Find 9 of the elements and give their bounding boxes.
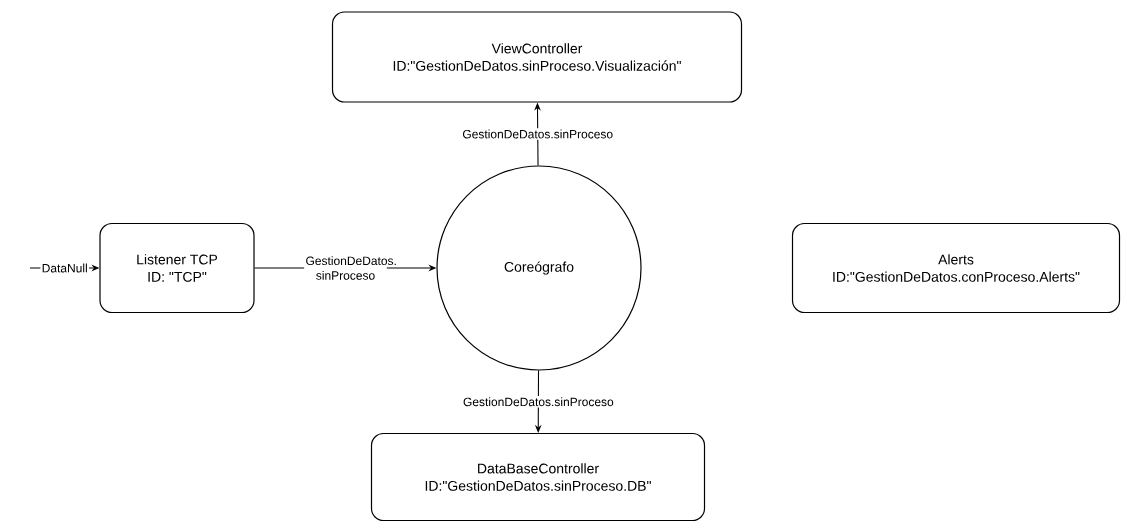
edge-label: GestionDeDatos.sinProceso — [461, 128, 615, 140]
edge-label: DataNull — [40, 262, 90, 274]
edge-label: GestionDeDatos.sinProceso — [461, 396, 616, 408]
process-box: Listener TCP ID: "TCP" — [99, 222, 255, 314]
edge-label: GestionDeDatos. sinProceso — [304, 254, 396, 282]
process-box: DataBaseController ID:"GestionDeDatos.sinProceso.DB" — [370, 432, 706, 522]
process-box: ViewController ID:"GestionDeDatos.sinProceso.Visualización" — [331, 11, 743, 103]
circle-node: Coreógrafo — [436, 165, 642, 371]
process-box: Alerts ID:"GestionDeDatos.conProceso.Alerts" — [791, 222, 1121, 314]
